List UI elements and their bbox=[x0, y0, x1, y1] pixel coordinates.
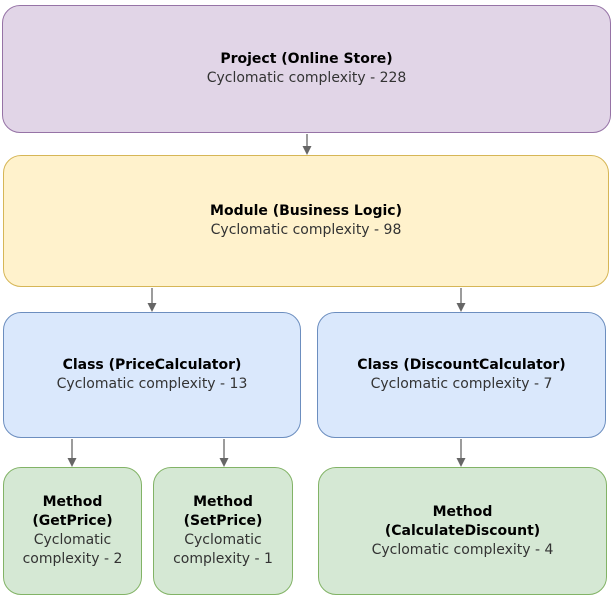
edge-module-class-discount bbox=[456, 288, 466, 312]
edge-class-price-method-getprice bbox=[67, 439, 77, 467]
node-module-subtitle: Cyclomatic complexity - 98 bbox=[210, 222, 402, 238]
node-method-getprice: Method (GetPrice) Cyclomatic complexity … bbox=[3, 467, 142, 595]
node-class-pricecalculator: Class (PriceCalculator) Cyclomatic compl… bbox=[3, 312, 301, 438]
node-project: Project (Online Store) Cyclomatic comple… bbox=[2, 5, 611, 133]
node-method-getprice-subtitle: Cyclomatic complexity - 2 bbox=[22, 532, 123, 567]
edge-class-discount-method-calcdiscount bbox=[456, 439, 466, 467]
edge-module-class-price bbox=[147, 288, 157, 312]
edge-project-module bbox=[302, 134, 312, 155]
node-method-setprice: Method (SetPrice) Cyclomatic complexity … bbox=[153, 467, 293, 595]
node-method-setprice-subtitle: Cyclomatic complexity - 1 bbox=[173, 532, 273, 567]
node-project-title: Project (Online Store) bbox=[220, 51, 393, 67]
node-method-getprice-title: Method (GetPrice) bbox=[32, 494, 113, 529]
edge-class-price-method-setprice bbox=[219, 439, 229, 467]
node-module: Module (Business Logic) Cyclomatic compl… bbox=[3, 155, 609, 287]
node-class-pricecalculator-subtitle: Cyclomatic complexity - 13 bbox=[56, 376, 248, 392]
node-method-calculatediscount: Method (CalculateDiscount) Cyclomatic co… bbox=[318, 467, 607, 595]
node-method-calculatediscount-subtitle: Cyclomatic complexity - 4 bbox=[371, 541, 554, 558]
node-project-subtitle: Cyclomatic complexity - 228 bbox=[206, 70, 407, 86]
node-class-pricecalculator-title: Class (PriceCalculator) bbox=[62, 357, 242, 373]
node-module-title: Module (Business Logic) bbox=[210, 203, 402, 219]
node-class-discountcalculator-title: Class (DiscountCalculator) bbox=[357, 357, 566, 373]
node-class-discountcalculator: Class (DiscountCalculator) Cyclomatic co… bbox=[317, 312, 606, 438]
node-method-calculatediscount-title: Method (CalculateDiscount) bbox=[384, 503, 541, 539]
node-method-setprice-title: Method (SetPrice) bbox=[183, 494, 263, 529]
node-class-discountcalculator-subtitle: Cyclomatic complexity - 7 bbox=[370, 376, 553, 392]
